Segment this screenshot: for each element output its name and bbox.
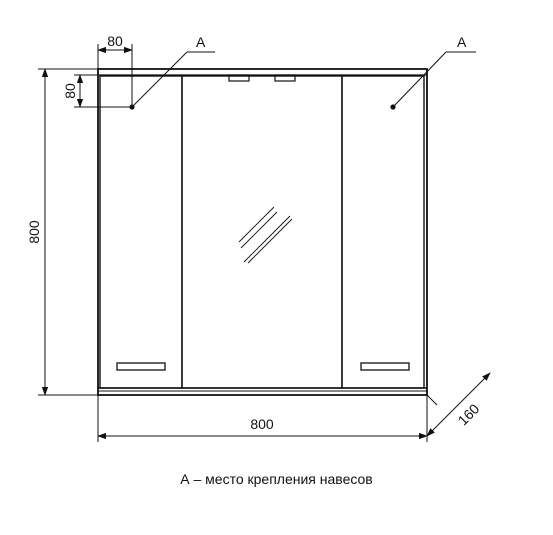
marker-label-right: A [457, 34, 467, 50]
light-fixture-right [274, 74, 296, 82]
left-handle [116, 362, 166, 371]
width-value: 800 [250, 416, 274, 432]
left-door [99, 75, 183, 389]
offset-x-value: 80 [107, 33, 123, 49]
legend-caption: А – место крепления навесов [180, 471, 373, 487]
offset-y-value: 80 [62, 83, 78, 99]
offset-x-dimension [97, 44, 133, 107]
cabinet-outline [97, 68, 428, 396]
mirror-reflection-icon [238, 206, 293, 264]
height-dimension [38, 68, 98, 396]
right-door [341, 75, 425, 389]
cabinet-body [97, 68, 428, 396]
height-value: 800 [26, 220, 42, 244]
mounting-marker-left: A [129, 34, 215, 110]
mounting-marker-right: A [390, 34, 476, 110]
marker-label-left: A [196, 34, 206, 50]
right-handle [360, 362, 410, 371]
light-fixture-left [228, 74, 250, 82]
offset-y-dimension [74, 74, 132, 108]
mirror-door [181, 75, 343, 389]
depth-dimension [426, 372, 491, 437]
